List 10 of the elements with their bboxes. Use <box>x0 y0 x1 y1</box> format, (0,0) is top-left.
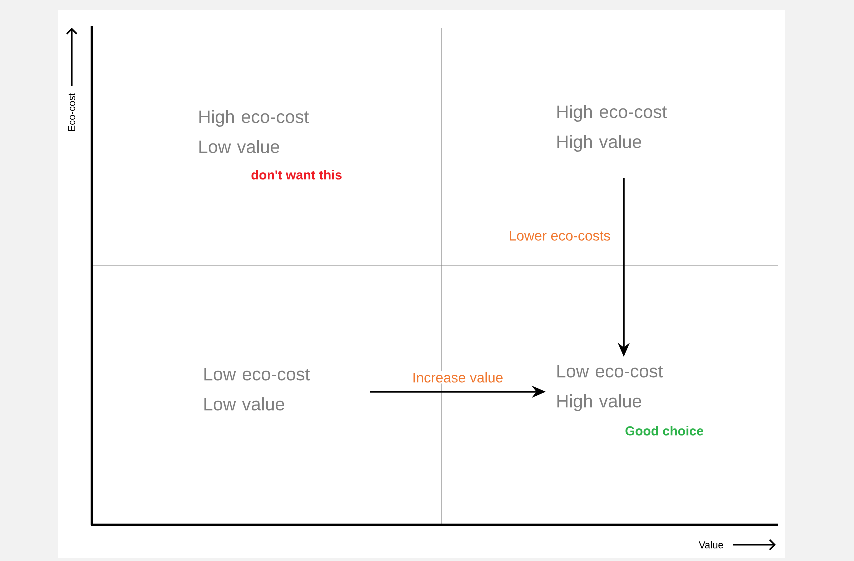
axis-label: Eco-cost <box>68 93 76 132</box>
quadrant-text: Low eco-cost Low value <box>204 368 310 411</box>
edge-label: Lower eco-costs <box>510 231 610 241</box>
edge-label: Increase value <box>414 372 503 383</box>
verdict-text: Good choice <box>626 426 704 436</box>
quadrant-text: High eco-cost High value <box>558 105 668 152</box>
quadrant-text: High eco-cost Low value <box>200 110 310 154</box>
verdict-text: don't want this <box>252 170 342 180</box>
quadrant-text: Low eco-cost High value <box>558 365 664 412</box>
axis-label: Value <box>699 541 724 549</box>
